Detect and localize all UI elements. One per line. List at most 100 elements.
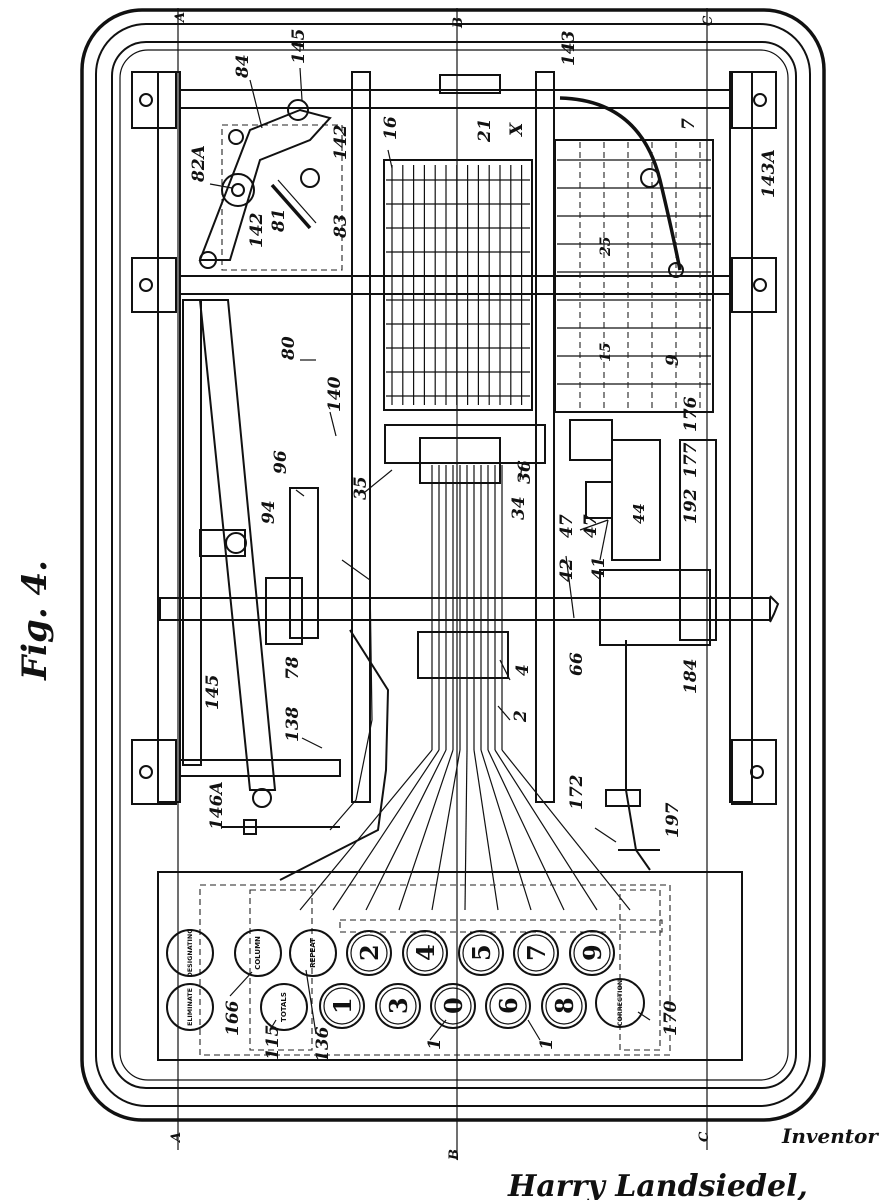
key-eliminate: ELIMINATE bbox=[186, 988, 194, 1026]
gear-184 bbox=[599, 569, 711, 646]
label-138: 138 bbox=[283, 706, 303, 742]
pin-grid bbox=[383, 159, 533, 411]
key-correction: CORRECTION bbox=[616, 980, 624, 1027]
long-lever-145 bbox=[198, 299, 277, 791]
base-plate-inner bbox=[119, 49, 789, 1081]
key-5: 5 bbox=[467, 944, 496, 961]
counter-44 bbox=[611, 439, 661, 561]
special-keys bbox=[166, 929, 645, 1031]
label-197: 197 bbox=[663, 802, 683, 838]
label-7: 7 bbox=[679, 118, 699, 130]
section-mark-c-top: C bbox=[701, 15, 716, 26]
label-177: 177 bbox=[681, 442, 701, 478]
guide-block-4 bbox=[417, 631, 509, 679]
label-35: 35 bbox=[351, 476, 371, 500]
outer-casing-inner-edge bbox=[95, 23, 811, 1107]
label-16: 16 bbox=[381, 116, 401, 140]
label-41: 41 bbox=[589, 556, 609, 580]
lower-cross-bar bbox=[179, 759, 341, 777]
left-upright-bar bbox=[351, 71, 371, 803]
key-1: 1 bbox=[328, 997, 357, 1014]
label-66: 66 bbox=[567, 652, 587, 676]
label-1-b: 1 bbox=[537, 1038, 557, 1050]
main-shaft bbox=[159, 597, 771, 621]
label-x: X bbox=[507, 122, 527, 137]
section-mark-c-bottom: C bbox=[697, 1131, 712, 1142]
label-15: 15 bbox=[598, 343, 614, 362]
label-34: 34 bbox=[509, 496, 529, 520]
label-80: 80 bbox=[279, 336, 299, 361]
key-repeat: REPEAT bbox=[309, 938, 317, 968]
label-83: 83 bbox=[331, 214, 351, 239]
label-115: 115 bbox=[263, 1025, 283, 1061]
rod-172 bbox=[625, 640, 651, 871]
label-21: 21 bbox=[475, 118, 495, 143]
ratchet-177 bbox=[679, 439, 717, 641]
label-146a: 146A bbox=[207, 781, 227, 830]
label-81: 81 bbox=[269, 208, 289, 233]
label-136: 136 bbox=[313, 1026, 333, 1062]
label-192: 192 bbox=[681, 488, 701, 524]
section-mark-a-top: A bbox=[173, 12, 188, 24]
key-3: 3 bbox=[384, 997, 413, 1014]
middle-cross-bar bbox=[179, 275, 731, 295]
numeric-key-circles bbox=[319, 930, 615, 1029]
lever-mechanism bbox=[198, 99, 343, 271]
key-9: 9 bbox=[578, 944, 607, 961]
top-bracket bbox=[439, 74, 501, 94]
label-170: 170 bbox=[661, 1000, 681, 1036]
key-lever-fan bbox=[299, 465, 631, 911]
outer-casing bbox=[80, 8, 826, 1122]
label-1-a: 1 bbox=[425, 1038, 445, 1050]
label-184: 184 bbox=[681, 659, 701, 695]
section-marks: A B C A B C bbox=[169, 12, 716, 1161]
clutch-94 bbox=[289, 487, 319, 639]
numeric-keys: 2 4 5 7 9 1 3 0 6 8 bbox=[328, 944, 607, 1014]
label-36: 36 bbox=[515, 460, 535, 484]
label-96: 96 bbox=[271, 450, 291, 474]
label-176: 176 bbox=[681, 396, 701, 432]
inventor-signature: Harry Landsiedel, bbox=[507, 1169, 808, 1200]
key-2: 2 bbox=[355, 944, 384, 961]
inventor-caption: Inventor bbox=[781, 1124, 879, 1148]
key-column: COLUMN bbox=[254, 936, 262, 970]
label-25: 25 bbox=[598, 237, 614, 257]
label-42: 42 bbox=[557, 558, 577, 582]
label-142-b: 142 bbox=[247, 212, 267, 248]
label-142-a: 142 bbox=[331, 124, 351, 160]
key-totals: TOTALS bbox=[280, 992, 288, 1022]
label-84: 84 bbox=[233, 54, 253, 79]
gear-78 bbox=[265, 577, 303, 645]
keyboard-housing bbox=[157, 871, 743, 1061]
leader-lines bbox=[209, 67, 651, 1041]
label-82a: 82A bbox=[189, 145, 209, 183]
key-6: 6 bbox=[494, 997, 523, 1014]
label-145-top: 145 bbox=[289, 29, 309, 65]
section-mark-a-bottom: A bbox=[169, 1132, 184, 1144]
label-4: 4 bbox=[513, 664, 533, 676]
label-166: 166 bbox=[223, 1000, 243, 1036]
carriage-34 bbox=[384, 424, 546, 464]
label-145-mid: 145 bbox=[203, 675, 223, 711]
right-upright-bar bbox=[535, 71, 555, 803]
label-78: 78 bbox=[283, 656, 303, 680]
left-guide bbox=[182, 299, 202, 766]
section-mark-b-top: B bbox=[451, 17, 466, 29]
label-47-a: 47 bbox=[557, 514, 577, 538]
label-47-b: 47 bbox=[581, 514, 601, 538]
key-4: 4 bbox=[411, 944, 440, 961]
reference-numerals: 84 145 143 7 82A 142 142 81 83 16 21 X 1… bbox=[189, 29, 779, 1063]
key-8: 8 bbox=[550, 997, 579, 1014]
left-frame-rail bbox=[157, 71, 181, 803]
column-stop-grid bbox=[554, 139, 714, 413]
label-143: 143 bbox=[559, 30, 579, 66]
label-140: 140 bbox=[325, 376, 345, 412]
label-94: 94 bbox=[259, 500, 279, 524]
right-frame-rail bbox=[729, 71, 753, 803]
special-key-labels: DESIGNATING COLUMN REPEAT ELIMINATE TOTA… bbox=[186, 928, 624, 1026]
base-plate bbox=[111, 41, 797, 1089]
label-2: 2 bbox=[511, 710, 531, 723]
label-44: 44 bbox=[630, 503, 648, 524]
figure-title: Fig. 4. bbox=[15, 560, 55, 681]
